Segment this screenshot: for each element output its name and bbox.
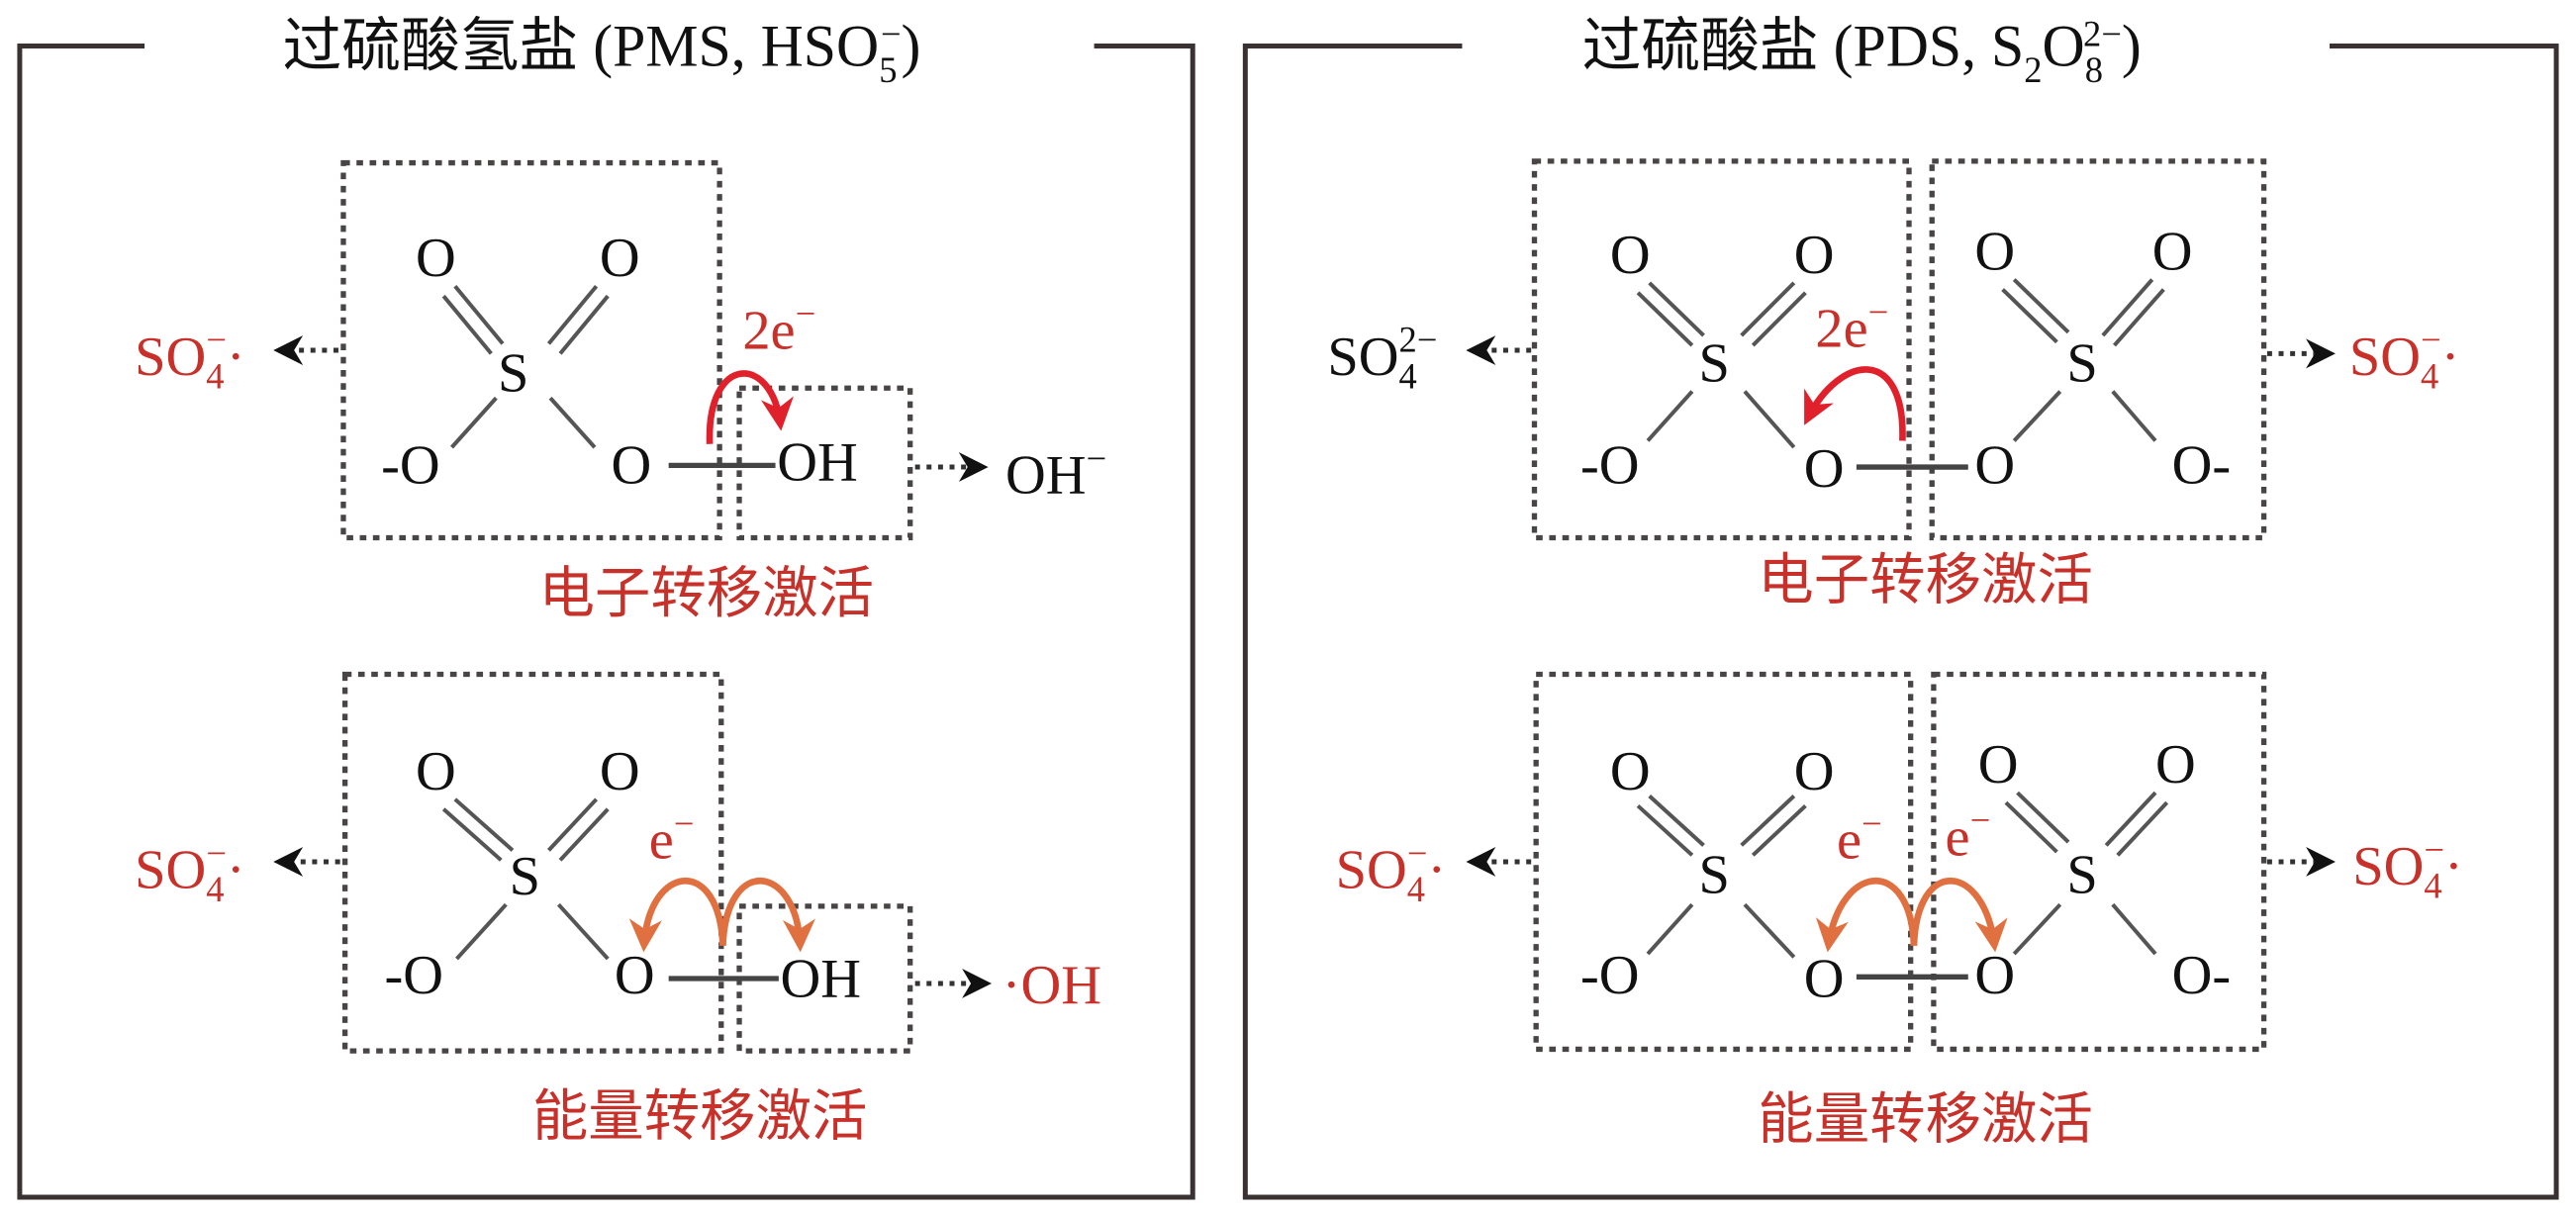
atom-s: S xyxy=(2066,845,2097,906)
atom-o: O xyxy=(1804,948,1845,1009)
atom-o: O xyxy=(615,945,655,1006)
atom-o: O xyxy=(612,435,652,497)
pds-en-right-box xyxy=(1931,671,2267,1053)
energy-arrow-right xyxy=(719,877,815,953)
atom-o-neg: O- xyxy=(2172,945,2232,1006)
atom-s: S xyxy=(1699,333,1730,395)
atom-o: O xyxy=(2152,222,2193,283)
electron-label: 2e− xyxy=(1815,291,1888,359)
caption-energy-transfer: 能量转移激活 xyxy=(532,1084,868,1149)
atom-o-neg: -O xyxy=(1580,945,1640,1006)
atom-o: O xyxy=(1978,734,2019,796)
product-hydroxide: OH− xyxy=(1005,437,1106,506)
product-so4-radical: SO4−· xyxy=(2352,829,2463,906)
atom-o-neg: O- xyxy=(2172,435,2232,497)
atom-o: O xyxy=(600,228,640,289)
product-sulfate: SO42− xyxy=(1327,320,1437,397)
electron-label: e− xyxy=(649,802,695,871)
caption-electron-transfer: 电子转移激活 xyxy=(539,561,875,625)
atom-o: O xyxy=(1974,945,2015,1006)
atom-o: O xyxy=(2155,734,2196,796)
atom-o: O xyxy=(1794,741,1835,802)
pms-title: 过硫酸氢盐 (PMS, HSO5−) xyxy=(283,13,921,90)
energy-arrow-left xyxy=(1815,877,1918,953)
pds-title: 过硫酸盐 (PDS, S2O82−) xyxy=(1582,13,2142,90)
electron-label: 2e− xyxy=(742,293,815,361)
product-so4-radical: SO4−· xyxy=(1336,832,1447,909)
atom-s: S xyxy=(1699,845,1730,906)
pds-et-right-box xyxy=(1929,158,2267,541)
caption-energy-transfer: 能量转移激活 xyxy=(1758,1087,2093,1152)
pds-energy-transfer: O O S -O O O O O S O- e− e− SO4−· xyxy=(1336,671,2463,1152)
pds-frame xyxy=(1242,44,2559,1200)
electron-arrow xyxy=(1804,366,1906,441)
atom-o-neg: -O xyxy=(1580,435,1640,497)
pms-frame xyxy=(17,44,1195,1200)
pds-panel: 过硫酸盐 (PDS, S2O82−) O O S -O O O O O S O- xyxy=(1242,13,2559,1200)
atom-o-neg: -O xyxy=(381,435,440,497)
atom-s: S xyxy=(498,343,528,405)
atom-o: O xyxy=(1974,222,2015,283)
atom-o: O xyxy=(1974,435,2015,497)
pms-panel: 过硫酸氢盐 (PMS, HSO5−) O O S -O O OH 2e− SO4… xyxy=(17,13,1195,1200)
atom-o: O xyxy=(600,741,640,802)
atom-o: O xyxy=(1610,225,1651,286)
electron-label-left: e− xyxy=(1837,802,1882,871)
electron-arrow xyxy=(706,370,794,444)
atom-s: S xyxy=(2066,333,2097,395)
pms-et-so4-box xyxy=(340,159,722,541)
atom-o: O xyxy=(1794,225,1835,286)
pms-energy-transfer: O O S -O O OH e− SO4−· ·OH 能量转移激活 xyxy=(135,671,1101,1149)
atom-o: O xyxy=(1610,741,1651,802)
atom-s: S xyxy=(510,846,540,907)
product-so4-radical: SO4−· xyxy=(2349,320,2460,397)
pds-et-left-box xyxy=(1531,158,1912,541)
energy-arrow-left xyxy=(628,877,726,953)
atom-o: O xyxy=(416,228,456,289)
atom-oh: OH xyxy=(781,948,862,1009)
electron-label-right: e− xyxy=(1946,799,1991,868)
pds-en-left-box xyxy=(1533,671,1914,1053)
energy-arrow-right xyxy=(1910,877,2008,953)
atom-oh: OH xyxy=(777,431,858,493)
pds-electron-transfer: O O S -O O O O O S O- 2e− SO42− SO4−· xyxy=(1327,158,2460,612)
product-so4-radical: SO4−· xyxy=(135,320,245,397)
pms-electron-transfer: O O S -O O OH 2e− SO4−· OH− 电子转移激活 xyxy=(135,159,1106,625)
caption-electron-transfer: 电子转移激活 xyxy=(1758,548,2093,612)
atom-o: O xyxy=(416,741,456,802)
pms-en-so4-box xyxy=(341,671,724,1054)
atom-o-neg: -O xyxy=(384,945,443,1006)
product-hydroxyl-radical: ·OH xyxy=(1002,955,1101,1016)
atom-o: O xyxy=(1804,438,1845,500)
product-so4-radical: SO4−· xyxy=(135,832,245,909)
